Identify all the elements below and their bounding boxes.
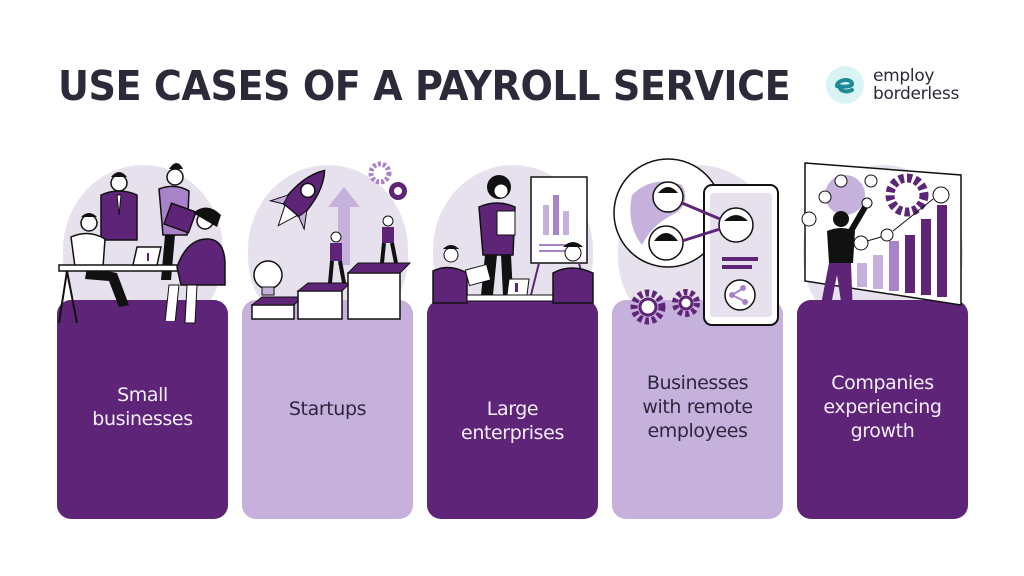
- employ-borderless-logo: employ borderless: [826, 66, 959, 104]
- use-case-card-large-enterprises: Large enterprises: [427, 155, 598, 519]
- presentation-flipchart-illustration: [432, 175, 594, 304]
- use-case-card-remote-employees: Businesses with remote employees: [612, 155, 783, 519]
- card-body: [612, 300, 783, 519]
- use-case-card-companies-growth: Companies experiencing growth: [797, 155, 968, 519]
- card-label: Businesses with remote employees: [642, 372, 753, 442]
- growth-bar-chart-illustration: [801, 162, 962, 315]
- page-title: USE CASES OF A PAYROLL SERVICE: [58, 62, 791, 110]
- card-label: Small businesses: [92, 384, 193, 430]
- logo-text-line2: borderless: [873, 84, 960, 104]
- card-label: Companies experiencing growth: [823, 372, 942, 442]
- rocket-lightbulb-steps-illustration: [250, 161, 412, 320]
- use-case-card-small-businesses: Small businesses: [57, 155, 228, 519]
- logo-mark-icon: [826, 66, 864, 104]
- card-label: Startups: [288, 398, 367, 420]
- card-label: Large enterprises: [461, 398, 564, 444]
- card-body: [427, 300, 598, 519]
- card-body: [797, 300, 968, 519]
- team-meeting-at-desk-illustration: [58, 163, 226, 327]
- globe-tablet-network-illustration: [613, 158, 779, 326]
- card-body: [242, 300, 413, 519]
- card-body: [57, 300, 228, 519]
- logo-text: employ borderless: [873, 67, 959, 103]
- logo-text-line1: employ: [873, 66, 935, 86]
- use-case-card-startups: Startups: [242, 155, 413, 519]
